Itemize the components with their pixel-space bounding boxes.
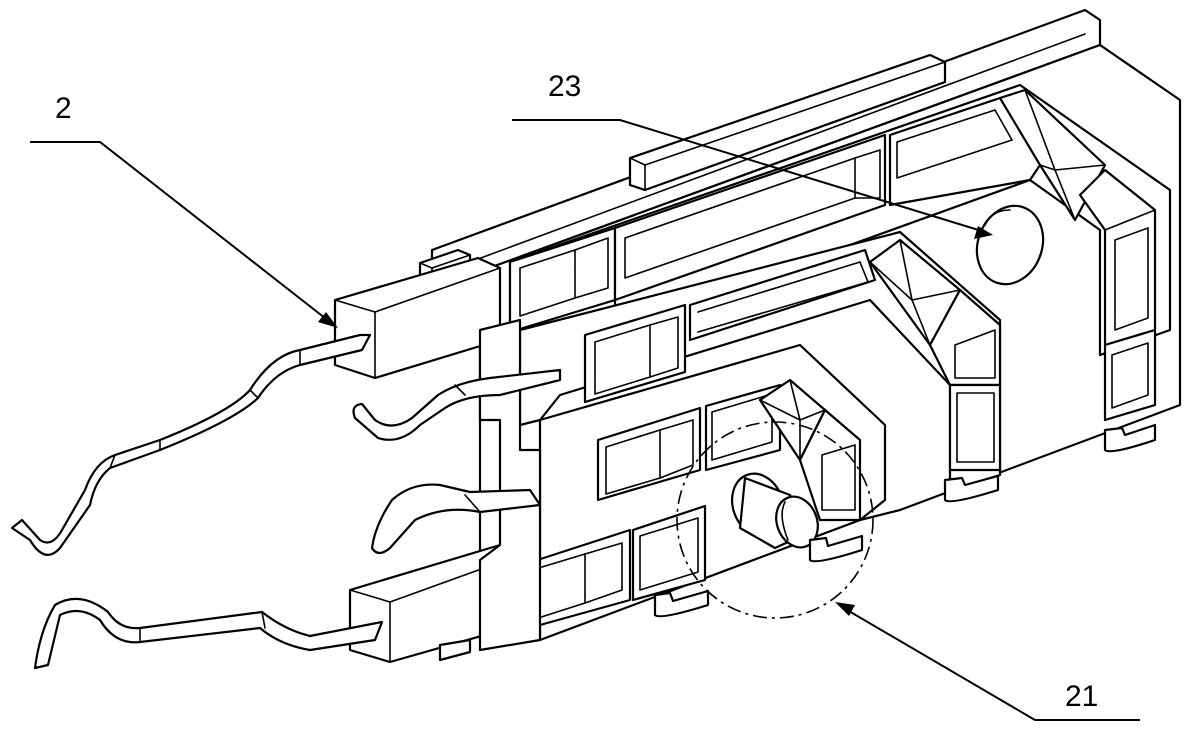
spring-leads xyxy=(10,333,562,670)
lead-top xyxy=(10,333,372,556)
middle-frame xyxy=(518,230,1002,492)
leader-23 xyxy=(512,119,986,233)
round-post xyxy=(730,472,819,550)
label-23: 23 xyxy=(548,70,581,103)
leader-2 xyxy=(30,141,331,323)
upper-pockets xyxy=(508,88,1157,422)
lead-bottom xyxy=(33,597,384,670)
lead-3 xyxy=(370,483,542,555)
lower-frame xyxy=(520,343,887,642)
leader-lines xyxy=(30,119,1140,721)
lead-2 xyxy=(352,368,562,441)
detail-circle xyxy=(676,421,874,619)
leader-21 xyxy=(841,606,1140,721)
label-21: 21 xyxy=(1065,680,1098,713)
terminal-holders xyxy=(333,256,542,664)
label-2: 2 xyxy=(55,92,72,125)
bottom-clips xyxy=(438,423,1157,662)
